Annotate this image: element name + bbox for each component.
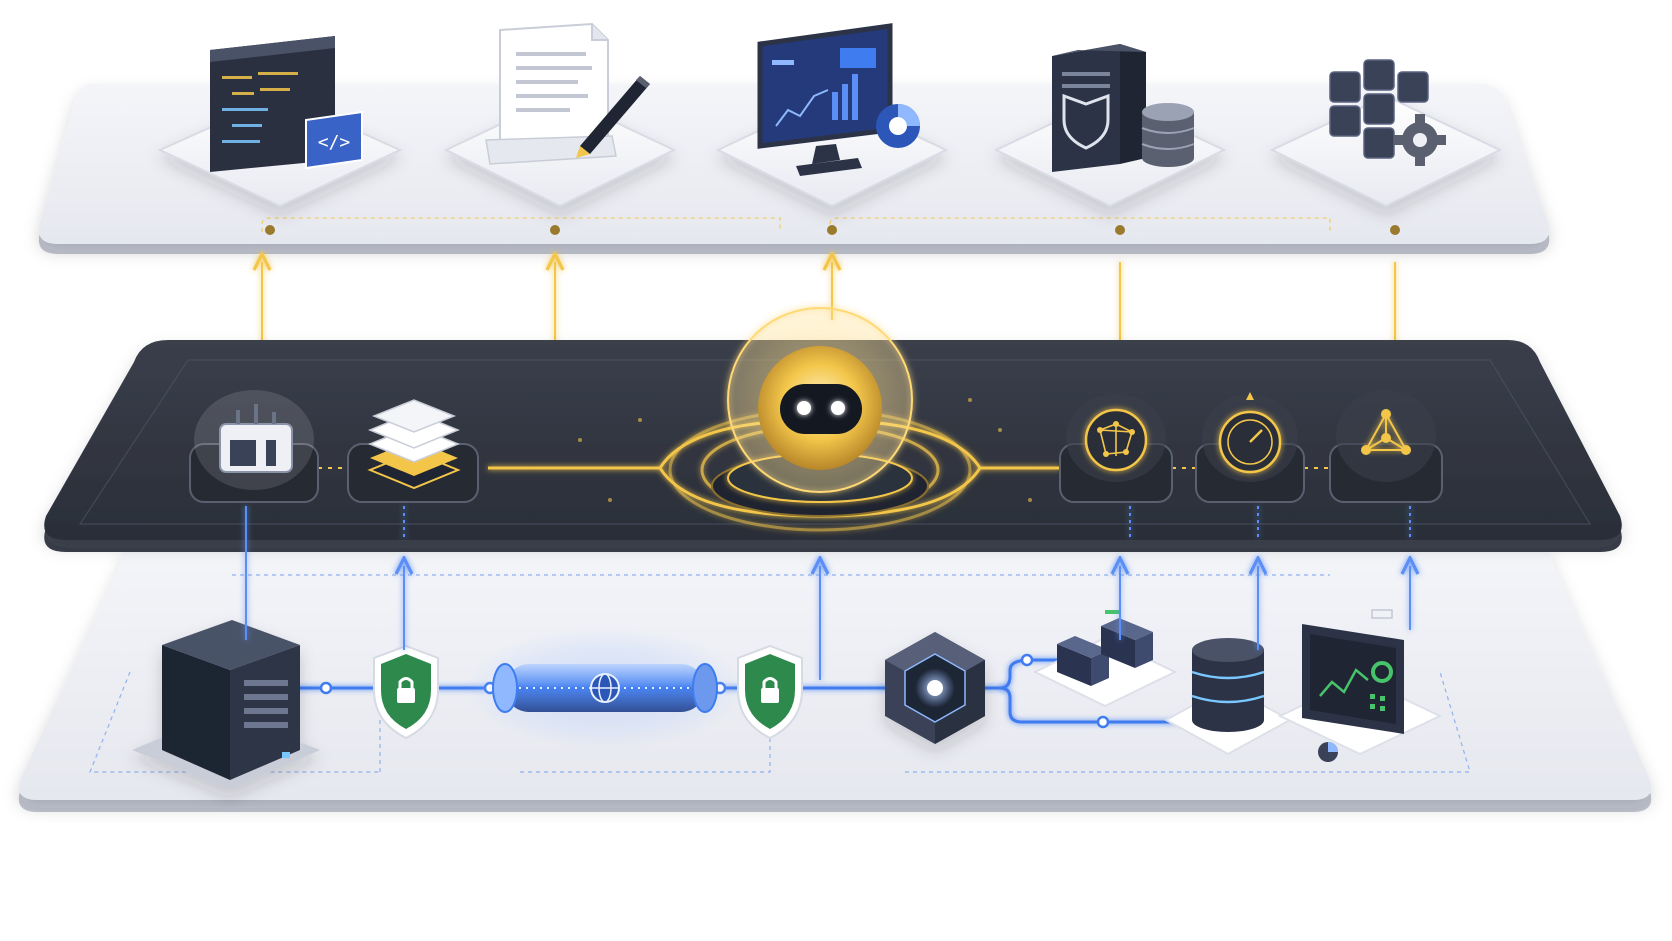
storage-units-icon bbox=[1032, 610, 1178, 708]
analytics-dashboard-icon bbox=[757, 23, 920, 176]
agent-orchestration-layer bbox=[44, 298, 1622, 558]
toolbox-icon bbox=[194, 390, 314, 490]
stopwatch-icon bbox=[1202, 392, 1298, 482]
database-icon bbox=[1163, 638, 1293, 756]
monitoring-screen-icon bbox=[1277, 609, 1443, 762]
network-tunnel-icon bbox=[465, 628, 745, 748]
secure-server-database-icon bbox=[1052, 44, 1195, 172]
layered-stack-icon bbox=[367, 399, 461, 490]
security-shield-icon bbox=[373, 644, 439, 740]
modules-settings-icon bbox=[1329, 59, 1446, 166]
brain-network-icon bbox=[1066, 394, 1166, 482]
code-glyph: </> bbox=[318, 132, 351, 153]
network-graph-icon bbox=[1336, 390, 1436, 482]
ai-agent-core-icon bbox=[711, 298, 929, 517]
server-rack-icon bbox=[132, 620, 320, 790]
security-shield-icon bbox=[737, 644, 803, 740]
infrastructure-layer bbox=[18, 540, 1652, 812]
code-editor-icon: </> bbox=[210, 36, 363, 172]
processing-cube-icon bbox=[885, 632, 985, 744]
applications-layer: </> bbox=[38, 22, 1550, 260]
blue-connectors bbox=[245, 506, 1410, 680]
document-edit-icon bbox=[485, 22, 650, 165]
